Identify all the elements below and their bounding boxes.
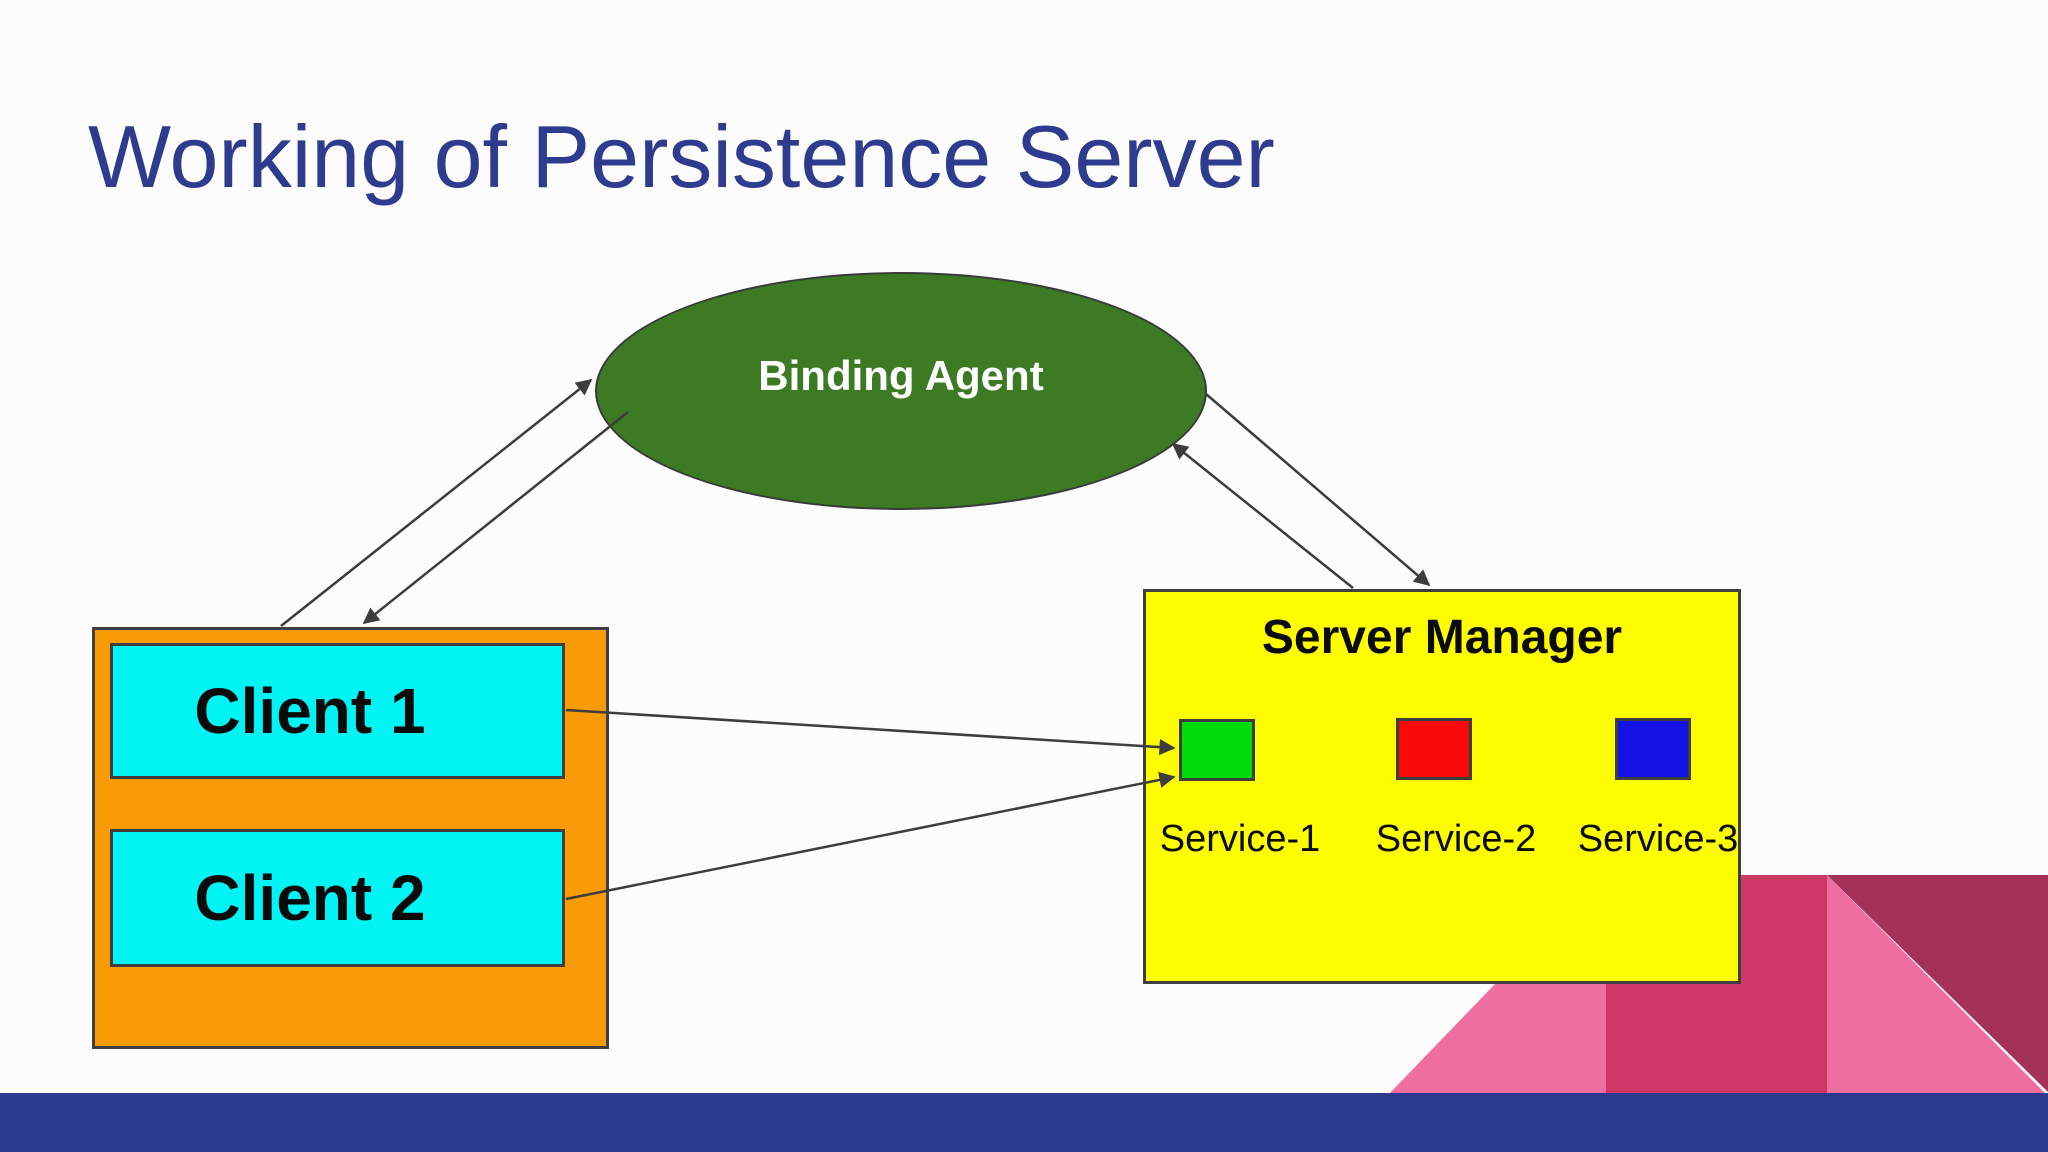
footer-bar bbox=[0, 1093, 2048, 1152]
arrow-client1-to-service1 bbox=[565, 708, 1176, 756]
arrow-agent-to-client bbox=[362, 411, 629, 625]
binding-agent-ellipse: Binding Agent bbox=[595, 272, 1207, 510]
arrow-server-to-agent bbox=[1171, 442, 1354, 589]
arrow-client2-to-service1 bbox=[565, 771, 1176, 901]
server-manager-title: Server Manager bbox=[1261, 611, 1623, 664]
service-2-square bbox=[1396, 718, 1472, 780]
slide-title: Working of Persistence Server bbox=[88, 107, 1275, 206]
client-1-box: Client 1 bbox=[110, 643, 565, 779]
client-2-box: Client 2 bbox=[110, 829, 565, 967]
client-2-label: Client 2 bbox=[194, 862, 426, 934]
service-1-square bbox=[1179, 719, 1255, 781]
client-1-label: Client 1 bbox=[194, 675, 426, 747]
service-3-label: Service-3 bbox=[1577, 818, 1739, 860]
service-3-square bbox=[1615, 718, 1691, 780]
client-group-box: Client 1 Client 2 bbox=[92, 627, 609, 1049]
server-manager-box: Server Manager Service-1 Service-2 Servi… bbox=[1143, 589, 1741, 984]
service-2-label: Service-2 bbox=[1375, 818, 1537, 860]
service-1-label: Service-1 bbox=[1159, 818, 1321, 860]
arrow-agent-to-server bbox=[1205, 393, 1431, 587]
arrow-client-to-agent bbox=[280, 378, 593, 627]
binding-agent-label: Binding Agent bbox=[758, 352, 1044, 399]
